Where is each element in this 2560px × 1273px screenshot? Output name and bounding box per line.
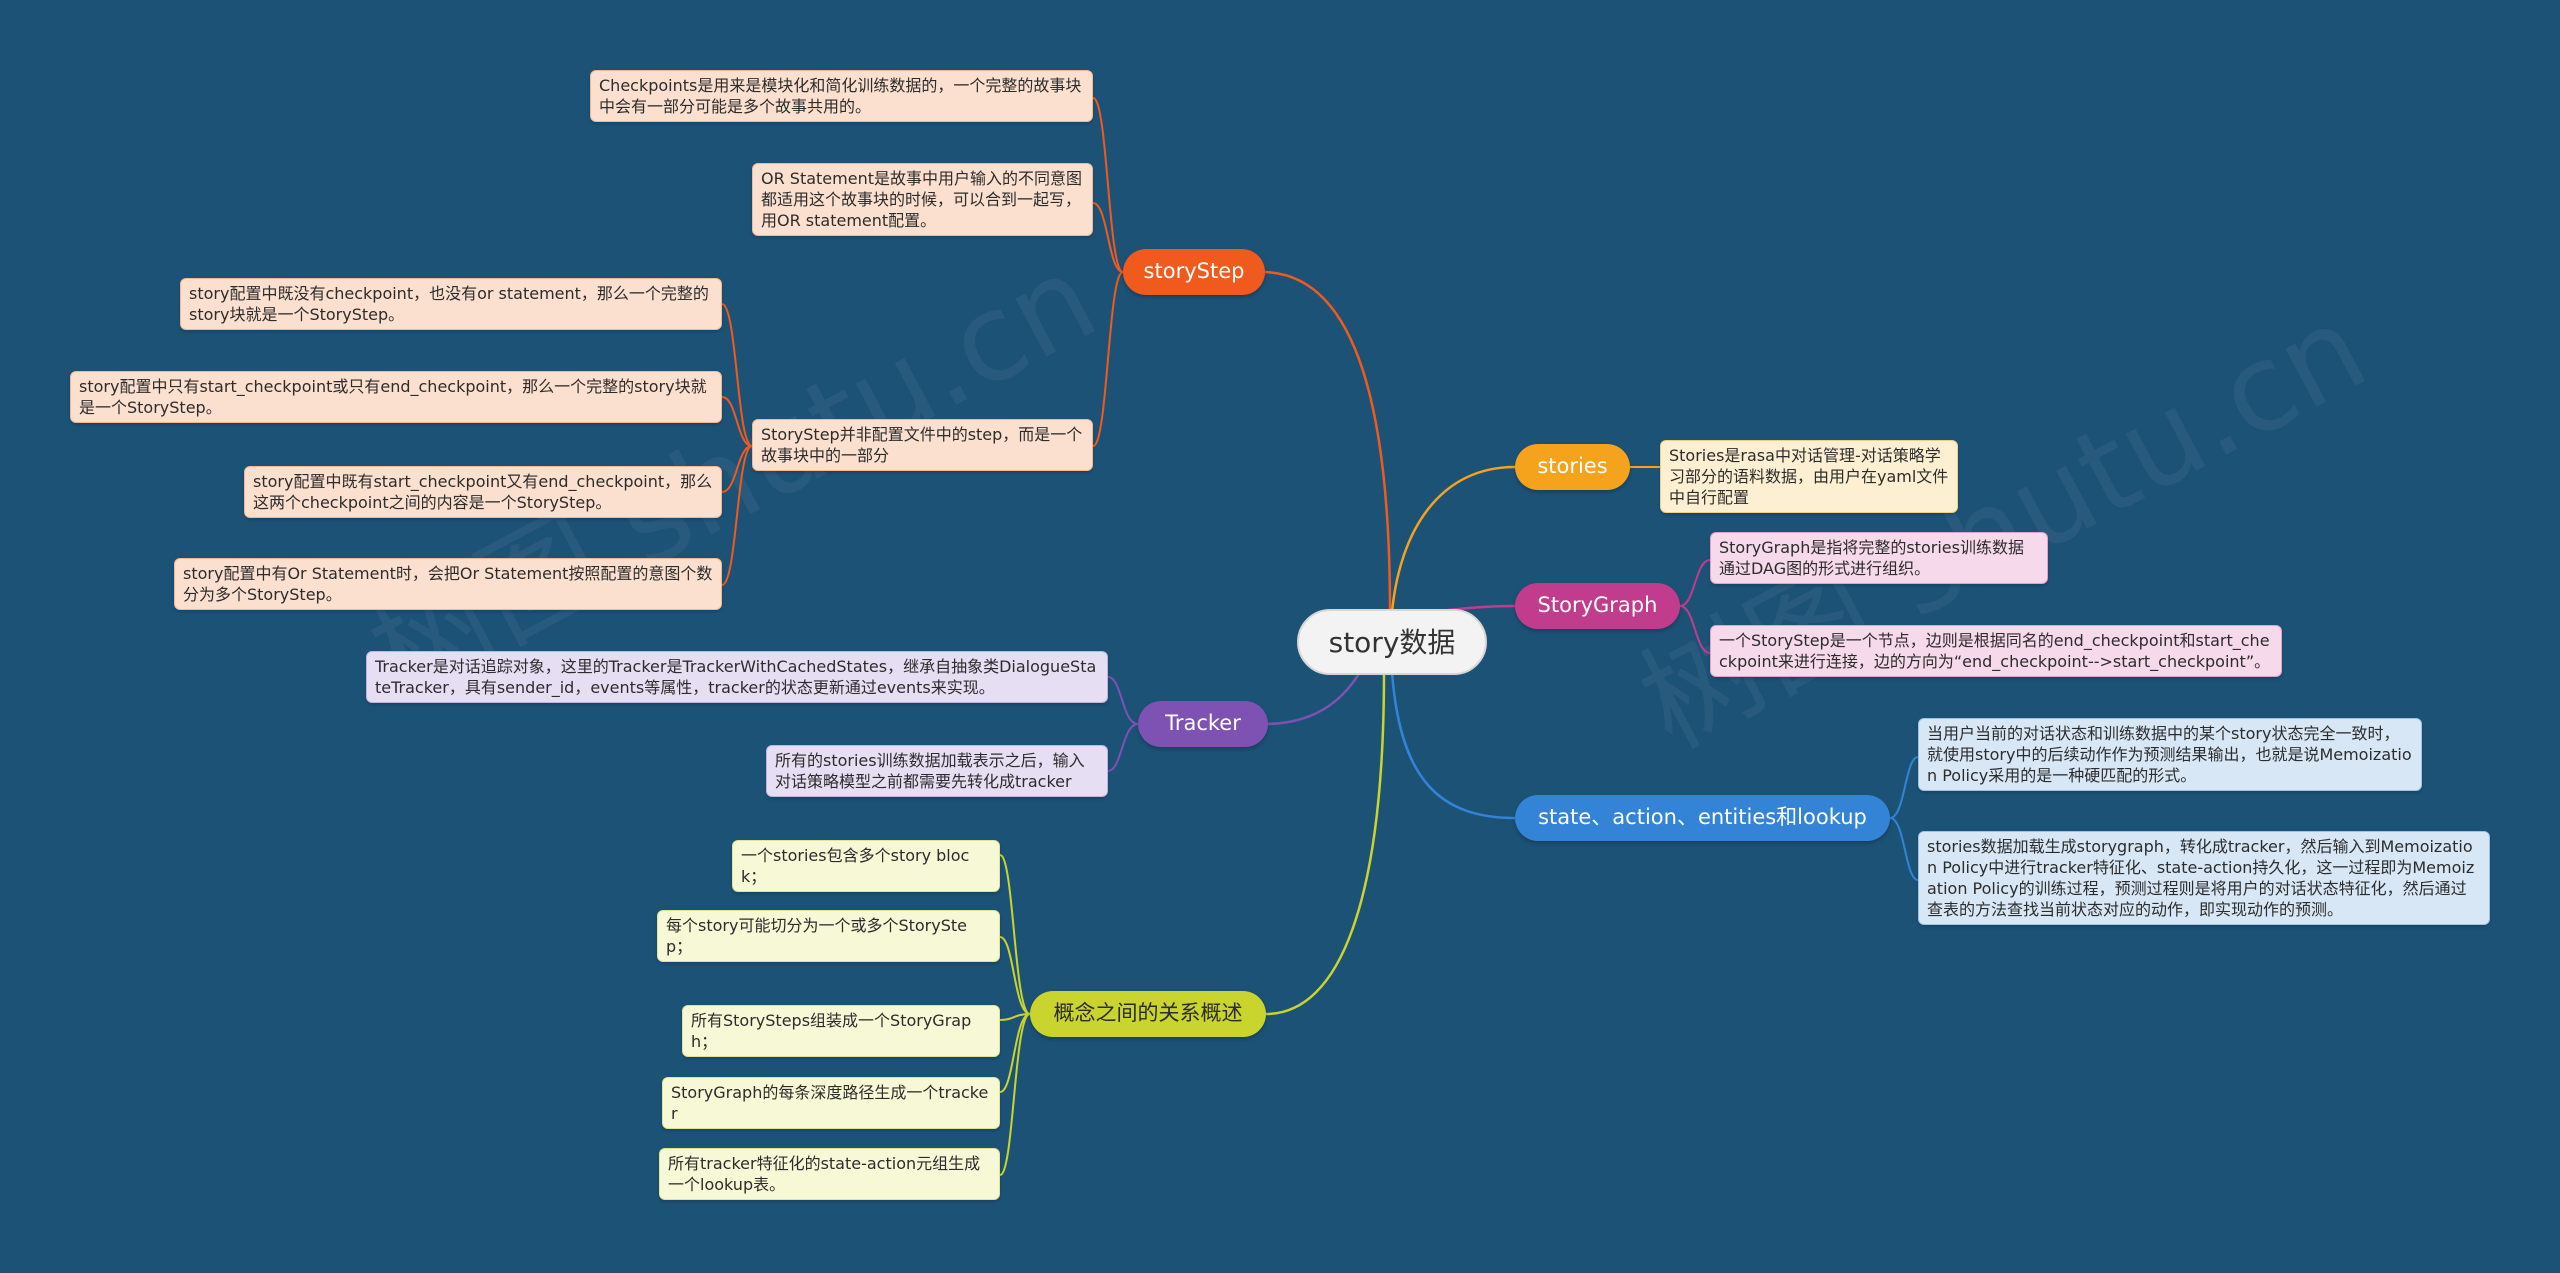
storystep-sub-both-checkpoints[interactable]: story配置中既有start_checkpoint又有end_checkpoi… [244,466,722,518]
link-substep-2 [721,445,753,493]
storystep-sub-or-statement[interactable]: story配置中有Or Statement时，会把Or Statement按照配… [174,558,722,610]
link-tracker-detail-0 [1107,676,1139,725]
relation-detail-4[interactable]: 所有tracker特征化的state-action元组生成一个lookup表。 [659,1148,1000,1200]
relation-detail-3[interactable]: StoryGraph的每条深度路径生成一个tracker [662,1077,1000,1129]
link-storystep-detail-2 [1092,271,1124,447]
link-state-detail-0 [1889,756,1919,819]
link-storystep-detail-1 [1092,202,1124,273]
storystep-sub-no-checkpoint[interactable]: story配置中既没有checkpoint，也没有or statement，那么… [180,278,722,330]
link-relations-detail-1 [999,936,1031,1015]
tracker-detail-conversion[interactable]: 所有的stories训练数据加载表示之后，输入对话策略模型之前都需要先转化成tr… [766,745,1108,797]
topic-storygraph[interactable]: StoryGraph [1515,583,1680,629]
link-center-storystep [1261,270,1392,613]
link-substep-0 [721,303,753,447]
topic-tracker[interactable]: Tracker [1138,701,1268,747]
link-center-state [1390,671,1516,820]
topic-storystep[interactable]: storyStep [1123,249,1265,295]
storystep-sub-single-checkpoint[interactable]: story配置中只有start_checkpoint或只有end_checkpo… [70,371,722,423]
storygraph-detail-definition[interactable]: StoryGraph是指将完整的stories训练数据通过DAG图的形式进行组织… [1710,532,2048,584]
tracker-detail-definition[interactable]: Tracker是对话追踪对象，这里的Tracker是TrackerWithCac… [366,651,1108,703]
link-relations-detail-2 [999,1013,1031,1021]
link-storygraph-detail-0 [1679,559,1711,607]
link-relations-detail-0 [999,854,1031,1015]
storystep-detail-or-statement[interactable]: OR Statement是故事中用户输入的不同意图都适用这个故事块的时候，可以合… [752,163,1093,236]
link-storygraph-detail-1 [1679,605,1711,654]
storystep-detail-checkpoints[interactable]: Checkpoints是用来是模块化和简化训练数据的，一个完整的故事块中会有一部… [590,70,1093,122]
link-tracker-detail-1 [1107,723,1139,772]
state-detail-memoization-process[interactable]: stories数据加载生成storygraph，转化成tracker，然后输入到… [1918,831,2490,925]
link-relations-detail-4 [999,1013,1031,1176]
relation-detail-0[interactable]: 一个stories包含多个story block； [732,840,1000,892]
storygraph-detail-node-edge[interactable]: 一个StoryStep是一个节点，边则是根据同名的end_checkpoint和… [1710,625,2282,677]
topic-stories[interactable]: stories [1515,444,1630,490]
link-substep-1 [721,396,753,447]
link-substep-3 [721,445,753,586]
topic-relations[interactable]: 概念之间的关系概述 [1030,991,1266,1037]
center-topic[interactable]: story数据 [1297,609,1487,675]
link-state-detail-1 [1889,817,1919,881]
topic-state[interactable]: state、action、entities和lookup [1515,795,1890,841]
stories-detail[interactable]: Stories是rasa中对话管理-对话策略学习部分的语料数据，由用户在yaml… [1660,440,1958,513]
link-center-stories [1390,465,1516,613]
state-detail-memoization-match[interactable]: 当用户当前的对话状态和训练数据中的某个story状态完全一致时，就使用story… [1918,718,2422,791]
link-center-relations [1265,671,1386,1016]
link-storystep-detail-0 [1092,97,1124,273]
link-center-tracker [1264,671,1362,726]
relation-detail-1[interactable]: 每个story可能切分为一个或多个StoryStep； [657,910,1000,962]
relation-detail-2[interactable]: 所有StorySteps组装成一个StoryGraph； [682,1005,1000,1057]
storystep-detail-definition[interactable]: StoryStep并非配置文件中的step，而是一个故事块中的一部分 [752,419,1093,471]
link-relations-detail-3 [999,1013,1031,1093]
